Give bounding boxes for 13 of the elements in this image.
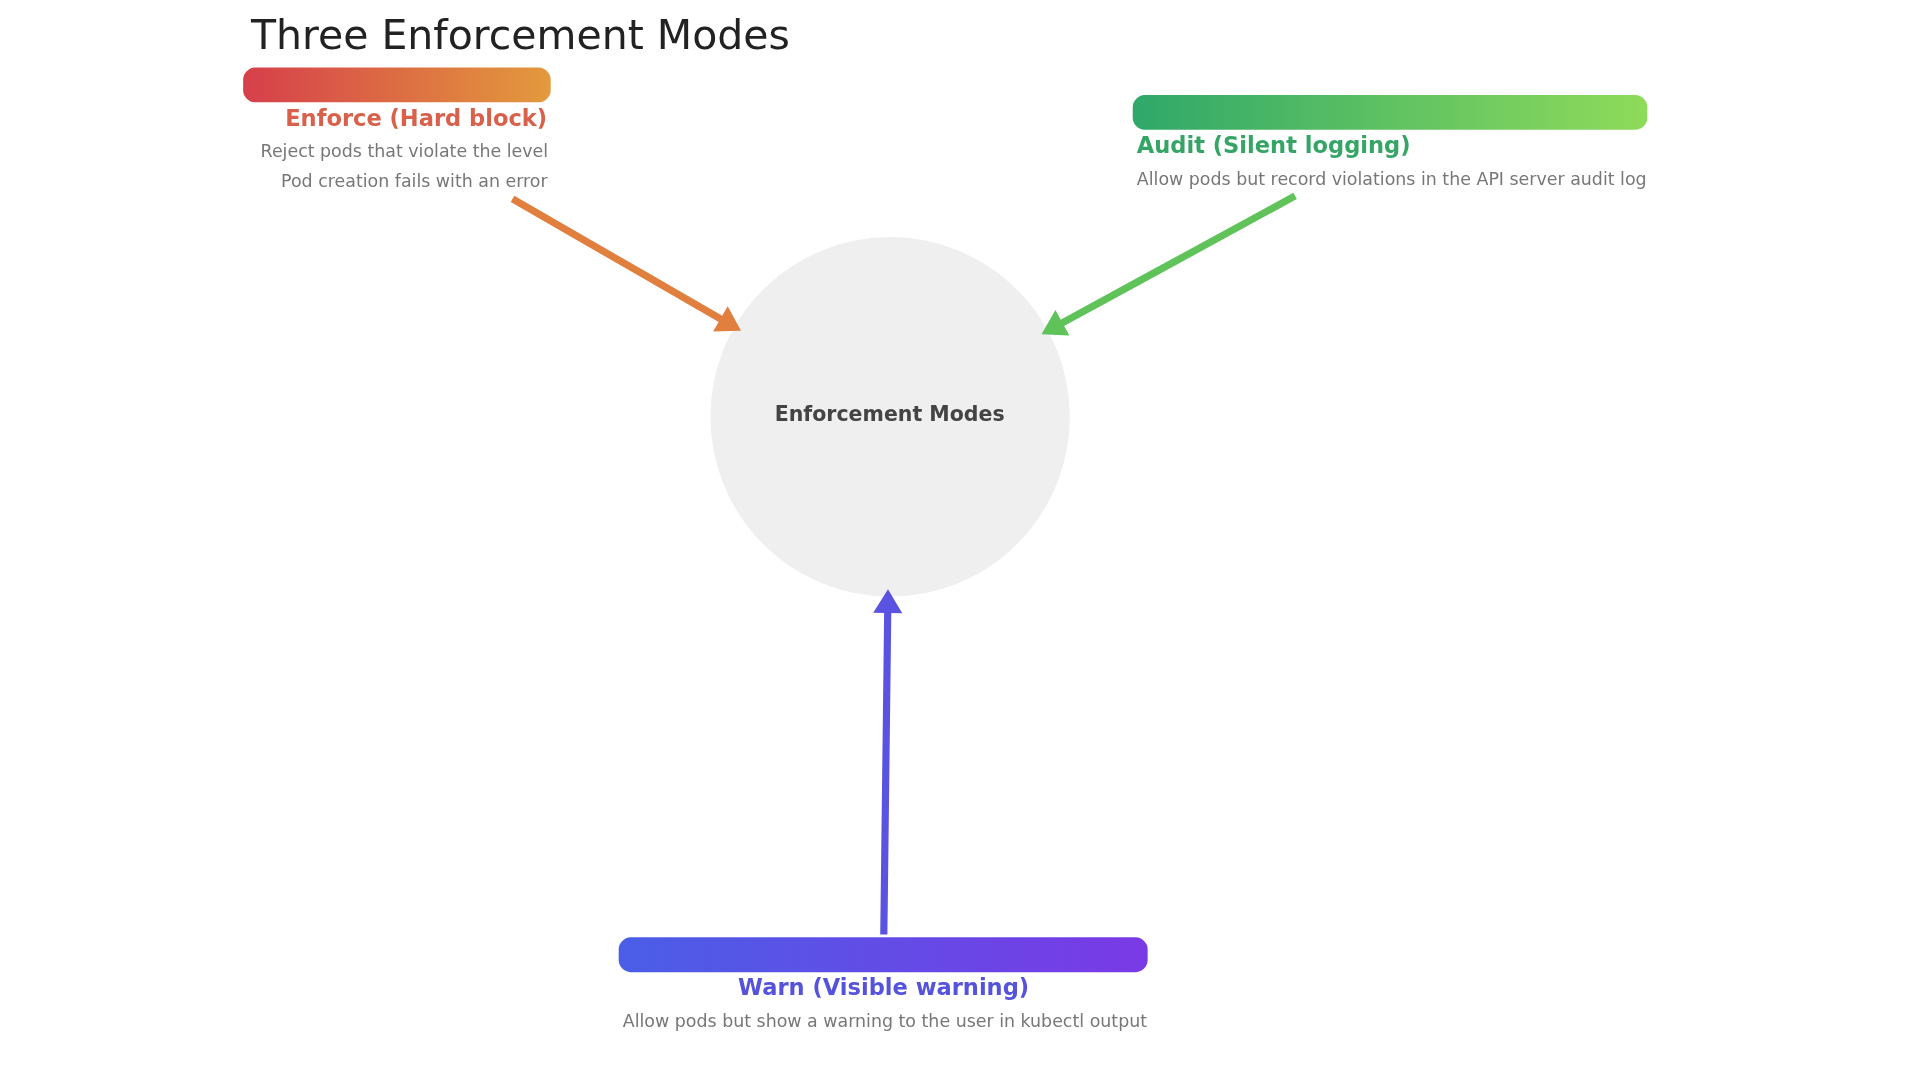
node-label: Reject pods that violate the level bbox=[260, 141, 549, 162]
arrow bbox=[510, 195, 741, 332]
node-box bbox=[618, 937, 1148, 973]
node-label: Warn (Visible warning) bbox=[738, 974, 1030, 1001]
arrow bbox=[1041, 192, 1297, 336]
node-label: Pod creation fails with an error bbox=[281, 171, 548, 192]
node-box bbox=[243, 67, 551, 103]
node-label: Audit (Silent logging) bbox=[1136, 131, 1411, 158]
diagram-title: Three Enforcement Modes bbox=[250, 11, 790, 60]
node-box bbox=[1132, 94, 1648, 130]
node-label: Allow pods but show a warning to the user in kubectl output bbox=[622, 1011, 1148, 1032]
node-label: Enforce (Hard block) bbox=[285, 104, 548, 131]
node-label: Allow pods but record violations in the API server audit log bbox=[1136, 168, 1647, 189]
